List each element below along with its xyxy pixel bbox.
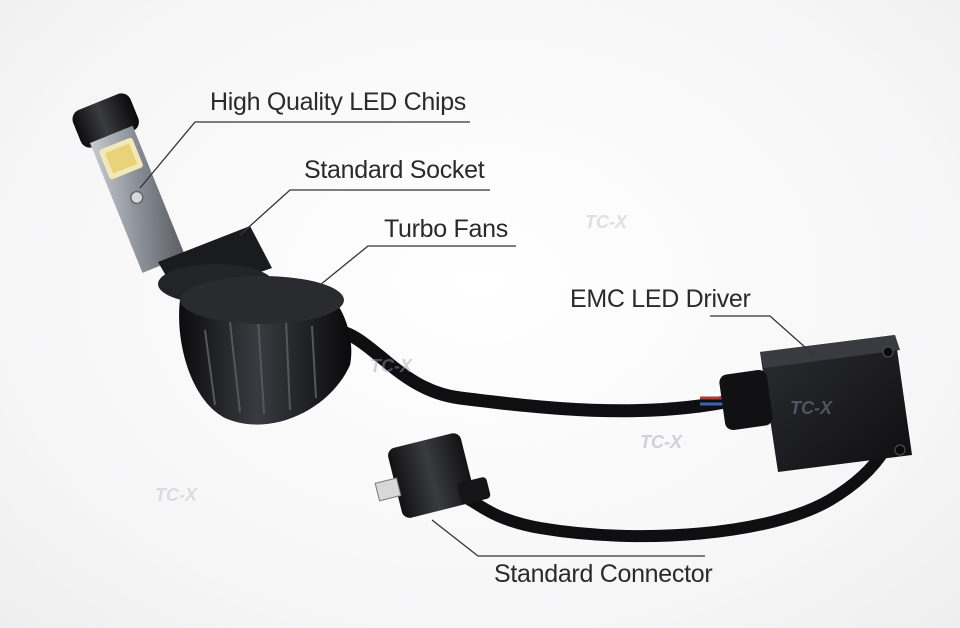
watermark-brand: TC-X [640, 432, 682, 452]
watermark-brand: TC-X [155, 485, 197, 505]
leader-lines [139, 121, 816, 557]
h4-connector [374, 433, 491, 518]
callout-emc-driver: EMC LED Driver [570, 285, 751, 313]
bulb-head [72, 93, 186, 273]
watermark-brand: TC-X [370, 356, 412, 376]
turbo-fan-body [179, 276, 352, 425]
callout-turbo-fans: Turbo Fans [384, 215, 508, 243]
watermark-brand: TC-X [585, 212, 627, 232]
callout-standard-connector: Standard Connector [494, 560, 713, 588]
leader-line-led-chips [139, 121, 470, 189]
leader-line-emc-driver [710, 315, 816, 357]
main-cable [323, 323, 742, 418]
callout-standard-socket: Standard Socket [304, 156, 485, 184]
leader-line-standard-connector [431, 519, 705, 557]
callout-led-chips: High Quality LED Chips [210, 88, 467, 116]
emc-driver-box [719, 335, 912, 472]
leader-line-standard-socket [239, 189, 490, 236]
leader-line-turbo-fans [319, 245, 516, 286]
watermark-brand: TC-X [790, 398, 832, 418]
